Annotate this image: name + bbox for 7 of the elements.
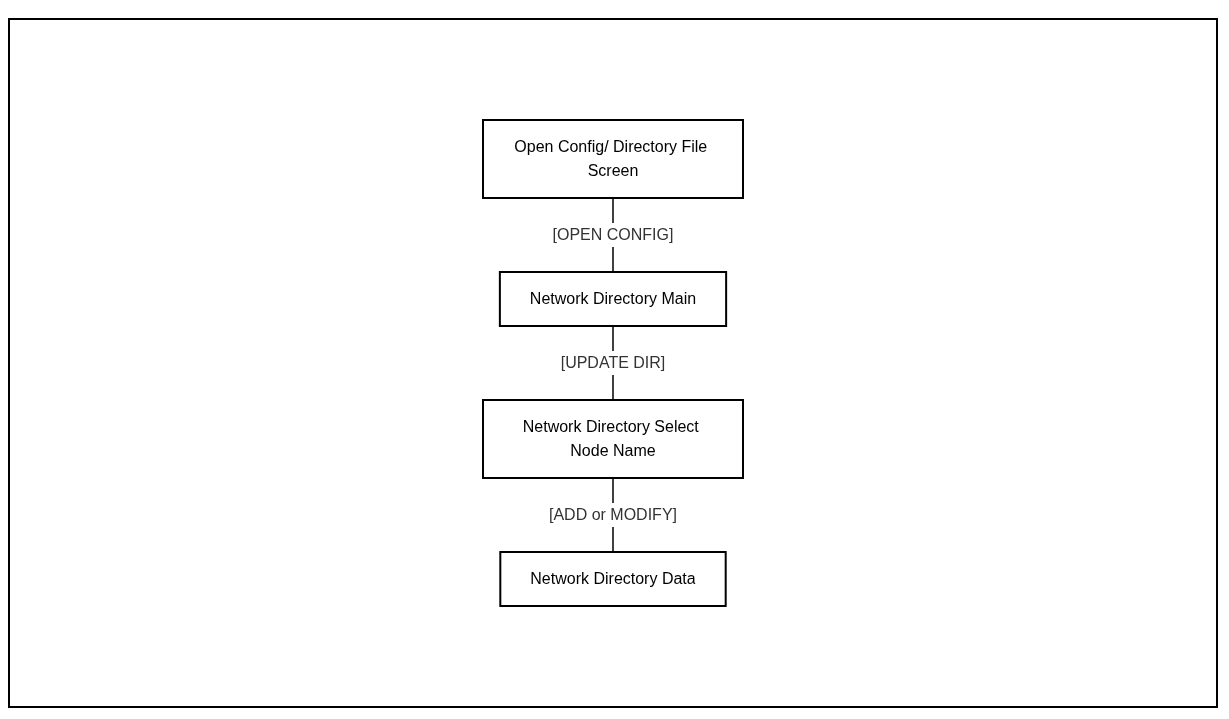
edge-label: [OPEN CONFIG]	[552, 226, 674, 243]
node-box: Open Config/ Directory File Screen	[482, 119, 744, 199]
edge-label: [UPDATE DIR]	[560, 354, 666, 371]
node-box: Network Directory Main	[498, 271, 728, 327]
node-box: Network Directory Select Node Name	[482, 399, 744, 479]
edge-label: [ADD or MODIFY]	[548, 506, 678, 523]
node-box: Network Directory Data	[499, 551, 727, 607]
